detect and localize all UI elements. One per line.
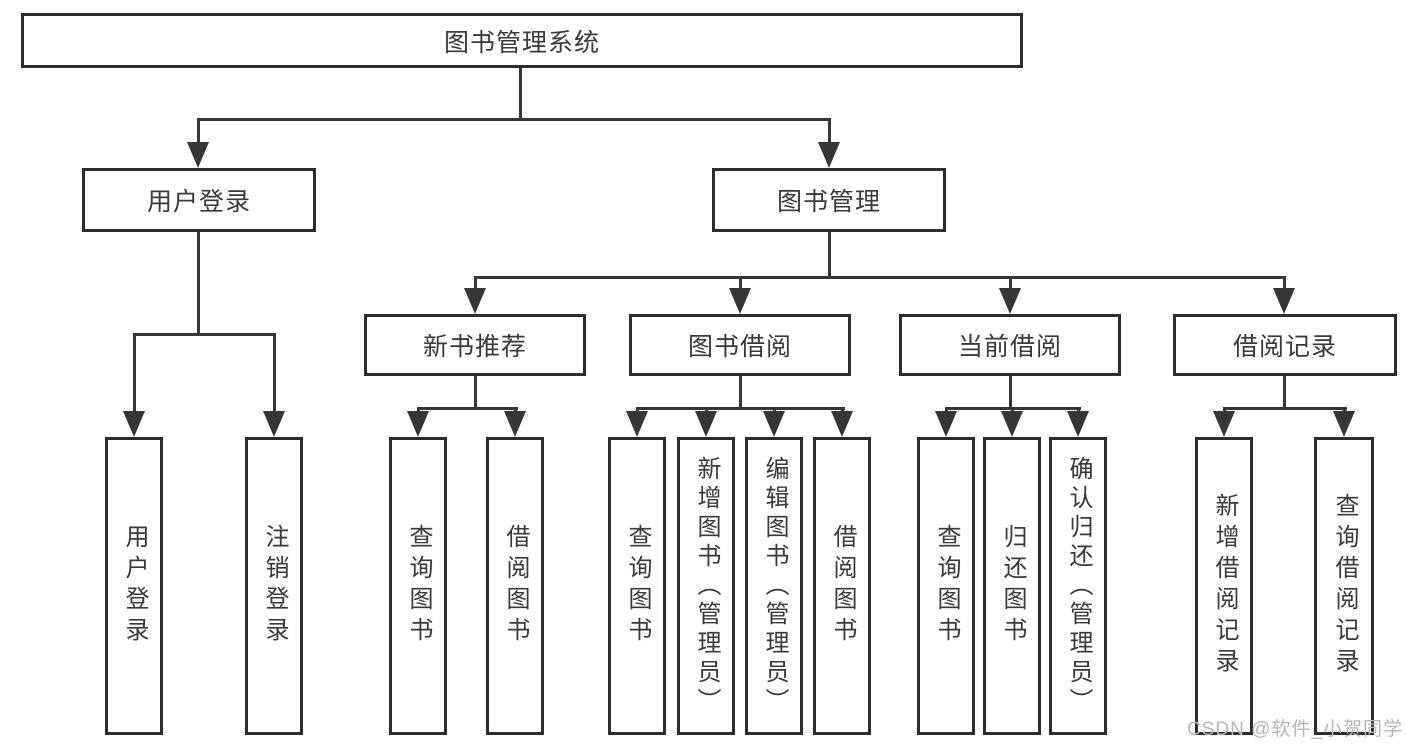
leaf-query-borrow-record-label: 查询借阅记录: [1331, 493, 1358, 679]
leaf-borrow-books-label: 借阅图书: [829, 524, 856, 648]
node-root-label: 图书管理系统: [443, 28, 600, 57]
leaf-user-login-label: 用户登录: [121, 524, 148, 648]
leaf-return-books: 归还图书: [983, 437, 1041, 735]
arrowhead-icon: [818, 142, 840, 168]
connector-line: [1283, 376, 1286, 409]
node-root-library-system: 图书管理系统: [21, 13, 1023, 68]
leaf-query-books-current: 查询图书: [917, 437, 975, 735]
arrowhead-icon: [1273, 288, 1295, 314]
connector-line: [1009, 376, 1012, 409]
leaf-borrow-books-recommend: 借阅图书: [486, 437, 544, 735]
leaf-add-books-admin: 新增图书（管理员）: [677, 437, 735, 735]
node-user-login-label: 用户登录: [146, 188, 251, 216]
arrowhead-icon: [1333, 411, 1355, 437]
arrowhead-icon: [187, 142, 209, 168]
connector-line: [828, 118, 831, 146]
arrowhead-icon: [263, 411, 285, 437]
leaf-borrow-books: 借阅图书: [813, 437, 871, 735]
node-borrow-records-label: 借阅记录: [1232, 333, 1337, 361]
node-current-borrow: 当前借阅: [899, 314, 1121, 376]
leaf-add-borrow-record-label: 新增借阅记录: [1211, 493, 1238, 679]
leaf-edit-books-admin: 编辑图书（管理员）: [745, 437, 803, 735]
connector-line: [133, 333, 136, 415]
leaf-logout-label: 注销登录: [261, 524, 288, 648]
leaf-edit-books-admin-label: 编辑图书（管理员）: [761, 455, 788, 717]
leaf-user-login: 用户登录: [105, 437, 163, 735]
connector-line: [1223, 407, 1347, 410]
connector-line: [197, 118, 200, 146]
leaf-return-books-label: 归还图书: [999, 524, 1026, 648]
leaf-query-borrow-record: 查询借阅记录: [1314, 437, 1374, 735]
connector-line: [474, 376, 477, 409]
connector-line: [739, 276, 742, 292]
leaf-add-books-admin-label: 新增图书（管理员）: [693, 455, 720, 717]
leaf-query-books-borrow-label: 查询图书: [624, 524, 651, 648]
arrowhead-icon: [626, 411, 648, 437]
leaf-query-books-recommend: 查询图书: [389, 437, 447, 735]
arrowhead-icon: [464, 288, 486, 314]
arrowhead-icon: [1001, 411, 1023, 437]
leaf-borrow-books-recommend-label: 借阅图书: [502, 524, 529, 648]
arrowhead-icon: [123, 411, 145, 437]
arrowhead-icon: [1213, 411, 1235, 437]
arrowhead-icon: [831, 411, 853, 437]
connector-line: [474, 276, 1286, 279]
connector-line: [474, 276, 477, 292]
arrowhead-icon: [695, 411, 717, 437]
node-book-management-label: 图书管理: [776, 188, 881, 216]
arrowhead-icon: [729, 288, 751, 314]
leaf-query-books-current-label: 查询图书: [933, 524, 960, 648]
leaf-confirm-return-admin-label: 确认归还（管理员）: [1065, 455, 1092, 717]
node-current-borrow-label: 当前借阅: [957, 333, 1062, 361]
connector-line: [828, 232, 831, 279]
node-user-login: 用户登录: [82, 168, 316, 232]
arrowhead-icon: [935, 411, 957, 437]
connector-line: [1009, 276, 1012, 292]
node-book-borrow-label: 图书借阅: [687, 333, 792, 361]
connector-line: [519, 68, 522, 121]
node-book-management: 图书管理: [712, 168, 946, 232]
arrowhead-icon: [763, 411, 785, 437]
connector-line: [273, 333, 276, 415]
arrowhead-icon: [504, 411, 526, 437]
arrowhead-icon: [1067, 411, 1089, 437]
connector-line: [739, 376, 742, 409]
node-book-borrow: 图书借阅: [629, 314, 851, 376]
leaf-confirm-return-admin: 确认归还（管理员）: [1049, 437, 1107, 735]
leaf-add-borrow-record: 新增借阅记录: [1195, 437, 1253, 735]
leaf-query-books-recommend-label: 查询图书: [405, 524, 432, 648]
connector-line: [133, 333, 276, 336]
leaf-logout: 注销登录: [245, 437, 303, 735]
node-borrow-records: 借阅记录: [1173, 314, 1397, 376]
connector-line: [636, 407, 845, 410]
node-new-book-recommend-label: 新书推荐: [422, 333, 527, 361]
connector-line: [417, 407, 518, 410]
arrowhead-icon: [999, 288, 1021, 314]
connector-line: [1283, 276, 1286, 292]
connector-line: [197, 118, 831, 121]
connector-line: [197, 232, 200, 336]
leaf-query-books-borrow: 查询图书: [608, 437, 666, 735]
csdn-watermark: CSDN @软件_小贺同学: [1187, 719, 1403, 740]
arrowhead-icon: [407, 411, 429, 437]
node-new-book-recommend: 新书推荐: [364, 314, 586, 376]
